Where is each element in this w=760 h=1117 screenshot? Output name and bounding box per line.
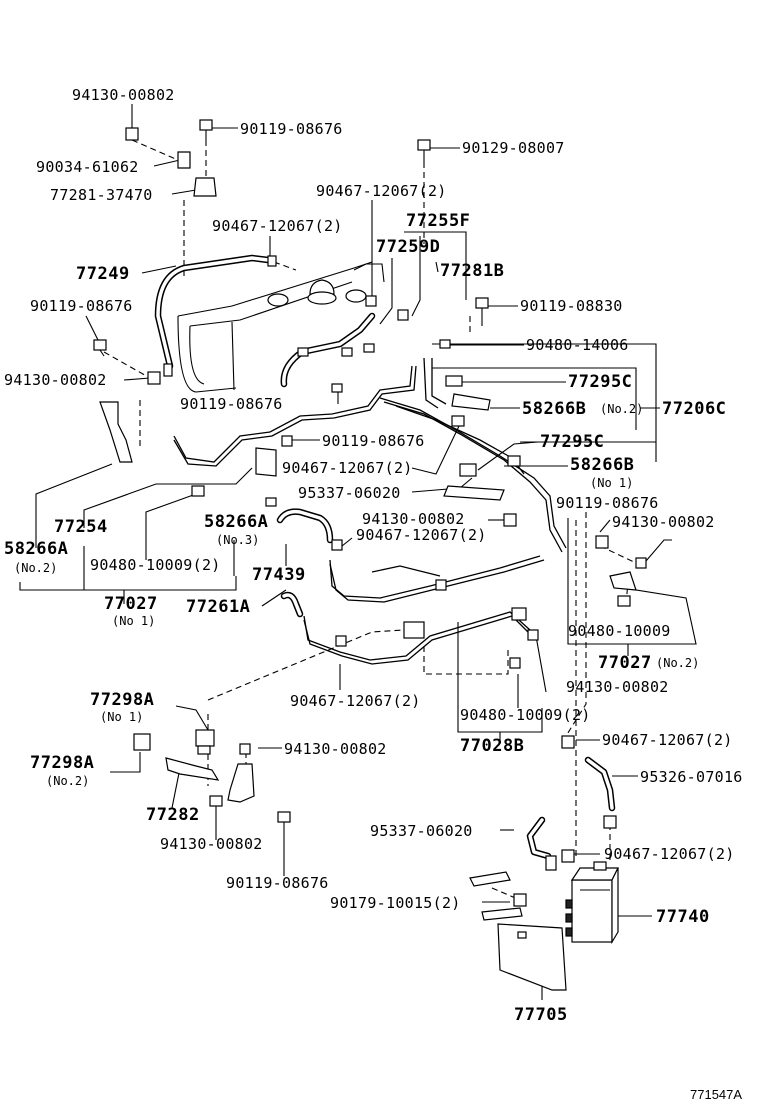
part-label-l14: 90480-14006 [526, 336, 629, 354]
part-label-l3: 90034-61062 [36, 158, 139, 176]
part-label-l32: 90467-12067(2) [356, 526, 487, 544]
part-label-l33: (No.3) [216, 533, 259, 547]
part-label-l24: 58266B [570, 455, 634, 475]
part-label-l46: 90467-12067(2) [290, 692, 421, 710]
fuel-tank [177, 261, 385, 393]
part-label-l58: 90467-12067(2) [604, 845, 735, 863]
part-label-l45: 77298A [90, 690, 154, 710]
part-label-l49: 90467-12067(2) [602, 731, 733, 749]
part-label-l52: 77298A [30, 753, 94, 773]
part-label-l16: 77295C [568, 372, 632, 392]
part-label-l7: 90467-12067(2) [212, 217, 343, 235]
fuel-lines [173, 357, 567, 665]
part-label-l31: 58266A [204, 512, 268, 532]
part-label-l2: 90119-08676 [240, 120, 343, 138]
part-label-l26: 95337-06020 [298, 484, 401, 502]
canister-assembly [497, 861, 619, 991]
part-label-l29: 94130-00802 [612, 513, 715, 531]
part-label-l47: (No 1) [100, 710, 143, 724]
part-label-l17: 90119-08676 [180, 395, 283, 413]
part-label-l44: 94130-00802 [566, 678, 669, 696]
part-label-l10: 77281B [440, 261, 504, 281]
part-labels: 94130-0080290119-0867690034-6106290129-0… [4, 86, 743, 1025]
part-label-l20: 77206C [662, 399, 726, 419]
part-label-l57: 94130-00802 [160, 835, 263, 853]
part-label-l48: 90480-10009(2) [460, 706, 591, 724]
part-label-l54: 95326-07016 [640, 768, 743, 786]
part-label-l51: 94130-00802 [284, 740, 387, 758]
part-label-l1: 94130-00802 [72, 86, 175, 104]
hoses [154, 254, 616, 860]
part-label-l8: 77255F [406, 211, 470, 231]
part-label-l41: 90480-10009 [568, 622, 671, 640]
part-label-l15: 94130-00802 [4, 371, 107, 389]
part-label-l50: 77028B [460, 736, 524, 756]
part-label-l59: 90119-08676 [226, 874, 329, 892]
part-label-l23: 90467-12067(2) [282, 459, 413, 477]
part-label-l34: 58266A [4, 539, 68, 559]
part-label-l42: 77027 [598, 653, 652, 673]
leader-lines [19, 104, 697, 1000]
part-label-l5: 77281-37470 [50, 186, 153, 204]
part-label-l61: 77740 [656, 907, 710, 927]
part-label-l22: 77295C [540, 432, 604, 452]
part-label-l56: 95337-06020 [370, 822, 473, 840]
part-label-l35: (No.2) [14, 561, 57, 575]
part-label-l60: 90179-10015(2) [330, 894, 461, 912]
part-label-l39: 77261A [186, 597, 250, 617]
dashed-lines [103, 139, 635, 901]
part-label-l37: 77439 [252, 565, 306, 585]
part-label-l19: (No.2) [600, 402, 643, 416]
part-label-l30: 77254 [54, 517, 108, 537]
part-label-l18: 58266B [522, 399, 586, 419]
part-label-l28: 94130-00802 [362, 510, 465, 528]
part-label-l62: 77705 [514, 1005, 568, 1025]
part-label-l43: (No.2) [656, 656, 699, 670]
part-label-l40: (No 1) [112, 614, 155, 628]
part-label-l25: (No 1) [590, 476, 633, 490]
part-label-l13: 90119-08830 [520, 297, 623, 315]
part-label-l55: 77282 [146, 805, 200, 825]
small-parts [93, 119, 647, 921]
part-label-l21: 90119-08676 [322, 432, 425, 450]
figure-code: 771547A [690, 1087, 742, 1102]
part-label-l9: 77259D [376, 237, 440, 257]
part-label-l12: 90119-08676 [30, 297, 133, 315]
part-label-l38: 77027 [104, 594, 158, 614]
part-label-l6: 90467-12067(2) [316, 182, 447, 200]
part-label-l53: (No.2) [46, 774, 89, 788]
part-label-l11: 77249 [76, 264, 130, 284]
part-label-l36: 90480-10009(2) [90, 556, 221, 574]
part-label-l27: 90119-08676 [556, 494, 659, 512]
part-label-l4: 90129-08007 [462, 139, 565, 157]
